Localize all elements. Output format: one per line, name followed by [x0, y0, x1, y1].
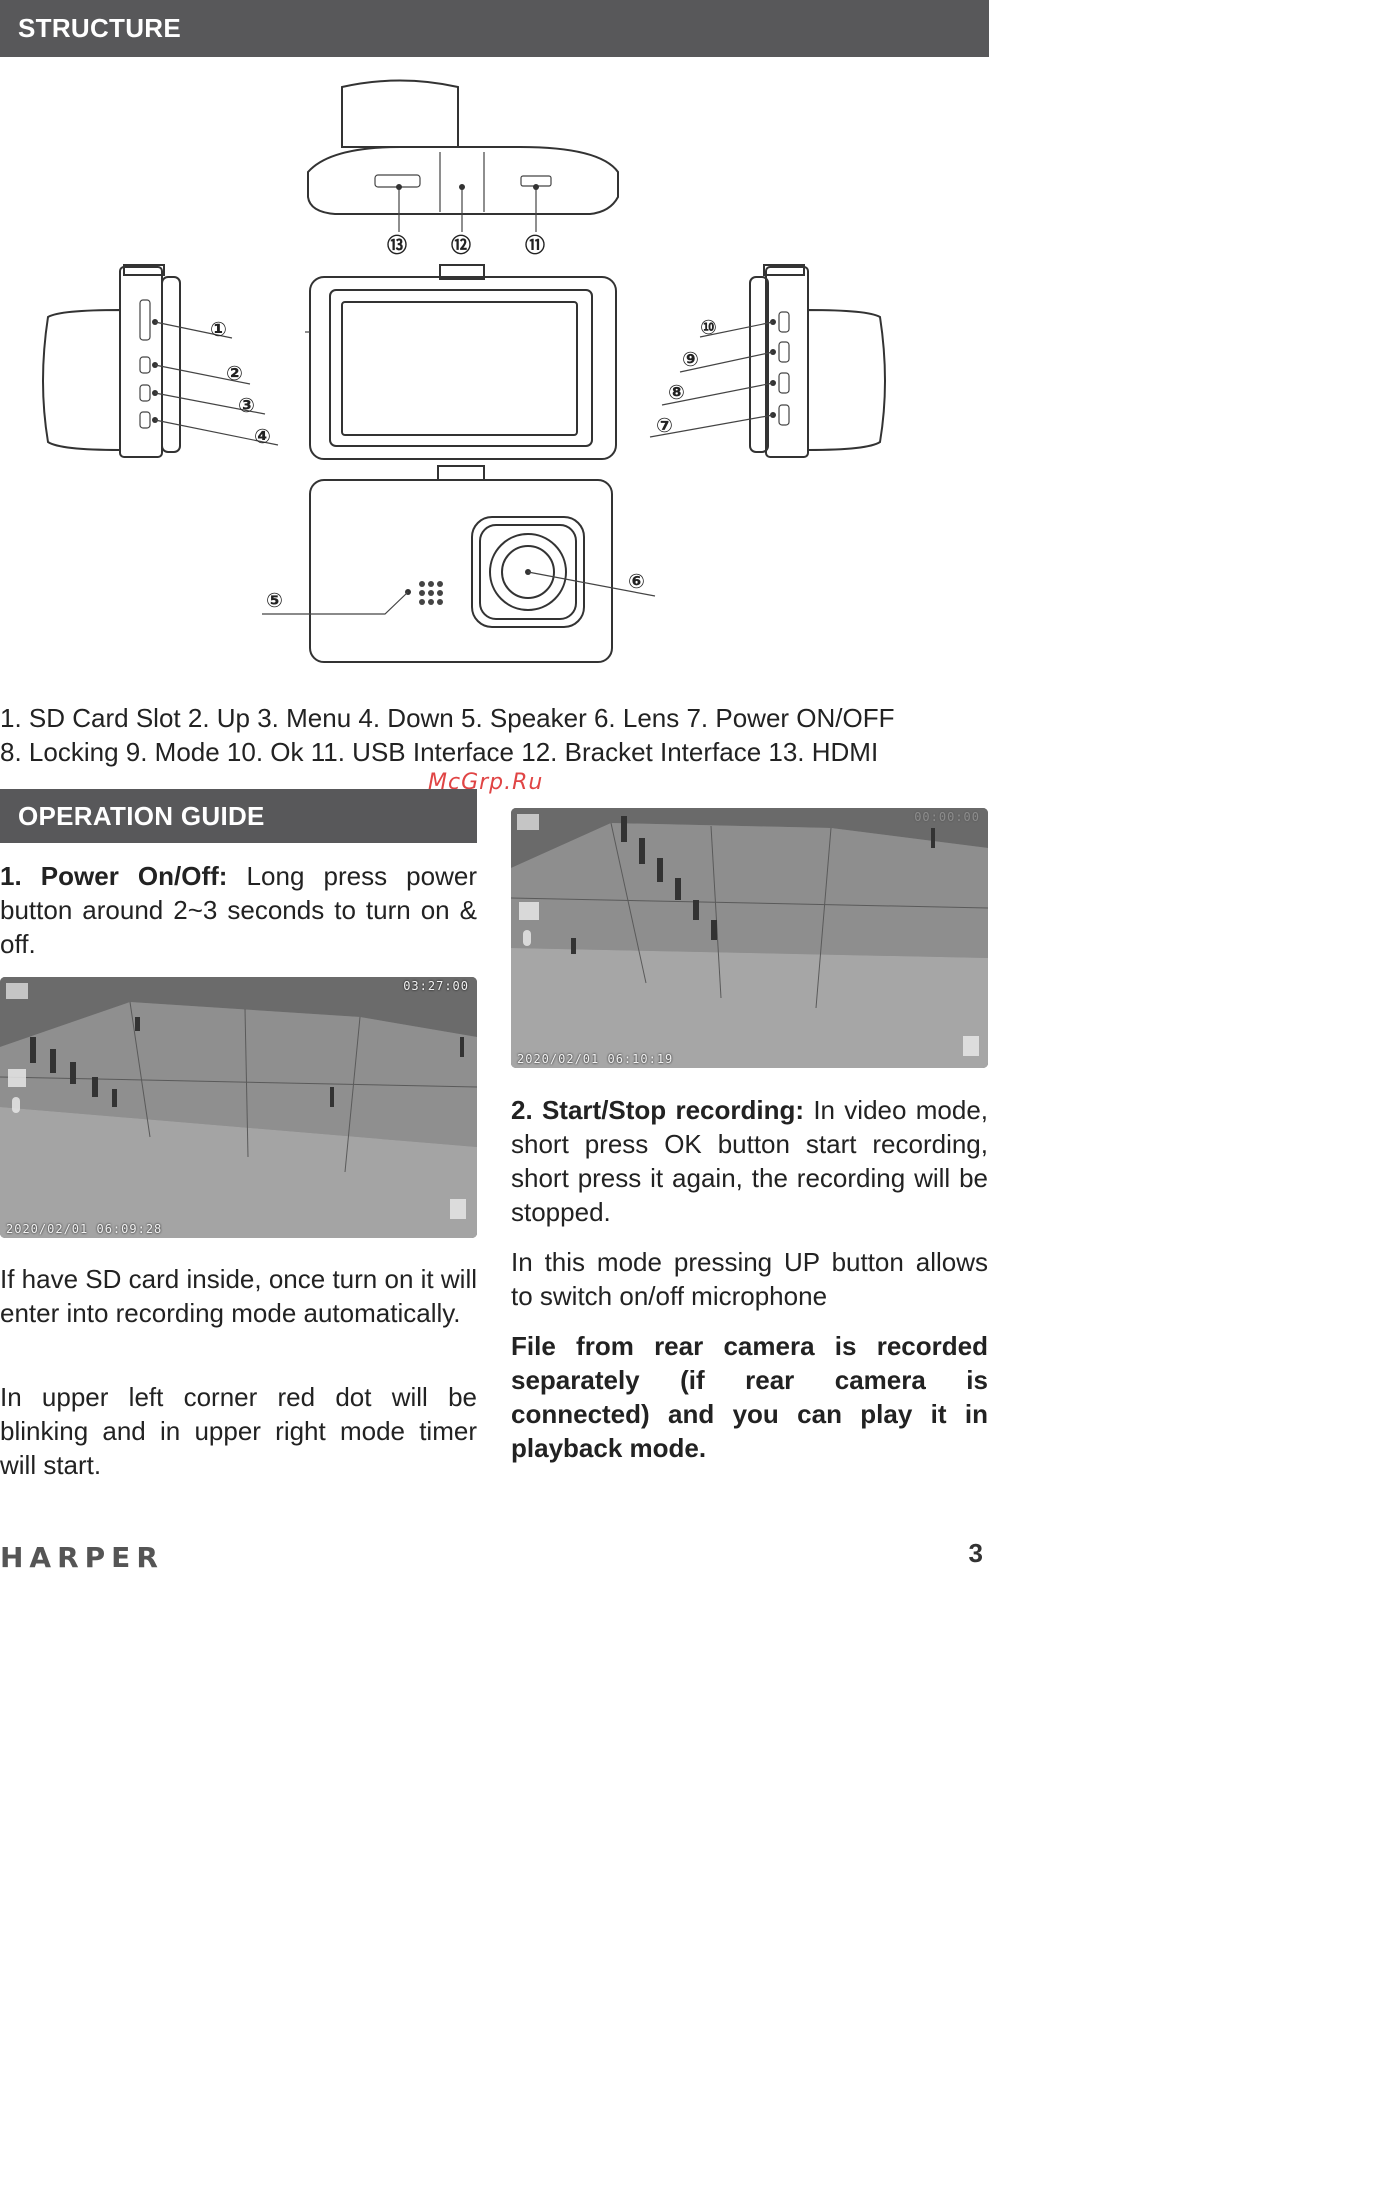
device-structure-diagram: .ln{fill:none;stroke:#333;stroke-width:2…	[42, 79, 886, 663]
page-number: 3	[968, 1538, 983, 1568]
power-onoff-heading: 1. Power On/Off:	[0, 861, 228, 891]
structure-title: STRUCTURE	[18, 13, 182, 43]
top-view: ⑬ ⑫ ⑪	[307, 79, 619, 257]
right-side-view: ⑩ ⑨ ⑧ ⑦	[649, 264, 886, 458]
camera-screen-photo-left: 03:27:00 2020/02/01 06:09:28	[0, 977, 477, 1238]
structure-legend-line-2: 8. Locking 9. Mode 10. Ok 11. USB Interf…	[0, 737, 879, 767]
callout-11: ⑪	[525, 233, 545, 257]
callout-3: ③	[238, 393, 255, 417]
front-view	[305, 264, 617, 460]
rear-camera-paragraph: File from rear camera is recorded separa…	[511, 1331, 988, 1463]
operation-guide-title: OPERATION GUIDE	[18, 800, 265, 831]
start-stop-text: In video mode, short press OK button sta…	[511, 1095, 988, 1227]
red-dot-paragraph: In upper left corner red dot will be bli…	[0, 1382, 477, 1480]
callout-10: ⑩	[700, 315, 717, 339]
start-stop-paragraph: 2. Start/Stop recording: In video mode, …	[511, 1093, 988, 1229]
callout-6: ⑥	[628, 569, 645, 593]
timestamp-right: 2020/02/01 06:10:19	[517, 1052, 674, 1066]
brand-logo: HARPER	[0, 1541, 164, 1574]
structure-legend-line-1: 1. SD Card Slot 2. Up 3. Menu 4. Down 5.…	[0, 703, 895, 733]
sd-card-paragraph: If have SD card inside, once turn on it …	[0, 1264, 477, 1328]
callout-8: ⑧	[668, 380, 685, 404]
callout-13: ⑬	[387, 233, 407, 257]
callout-2: ②	[226, 361, 243, 385]
callout-4: ④	[254, 424, 271, 448]
callout-1: ①	[210, 317, 227, 341]
recording-timer-left: 03:27:00	[403, 979, 469, 993]
back-view: ⑤ ⑥	[262, 465, 656, 663]
timestamp-left: 2020/02/01 06:09:28	[6, 1222, 163, 1236]
power-onoff-paragraph: 1. Power On/Off: Long press power button…	[0, 859, 477, 961]
left-side-view: ① ② ③ ④	[42, 264, 279, 458]
camera-screen-photo-right: 00:00:00 2020/02/01 06:10:19	[511, 808, 988, 1068]
camera-scene-right	[511, 808, 988, 1068]
power-onoff-text: Long press power button around 2~3 secon…	[0, 861, 478, 959]
camera-scene-left	[0, 977, 477, 1238]
start-stop-heading: 2. Start/Stop recording:	[511, 1095, 805, 1125]
recording-timer-right: 00:00:00	[914, 810, 980, 824]
callout-5: ⑤	[266, 588, 283, 612]
structure-header: STRUCTURE	[0, 0, 989, 57]
callout-7: ⑦	[656, 413, 673, 437]
callout-12: ⑫	[451, 233, 471, 257]
operation-guide-header: OPERATION GUIDE	[0, 789, 477, 843]
microphone-paragraph: In this mode pressing UP button allows t…	[511, 1247, 988, 1311]
callout-9: ⑨	[682, 347, 699, 371]
